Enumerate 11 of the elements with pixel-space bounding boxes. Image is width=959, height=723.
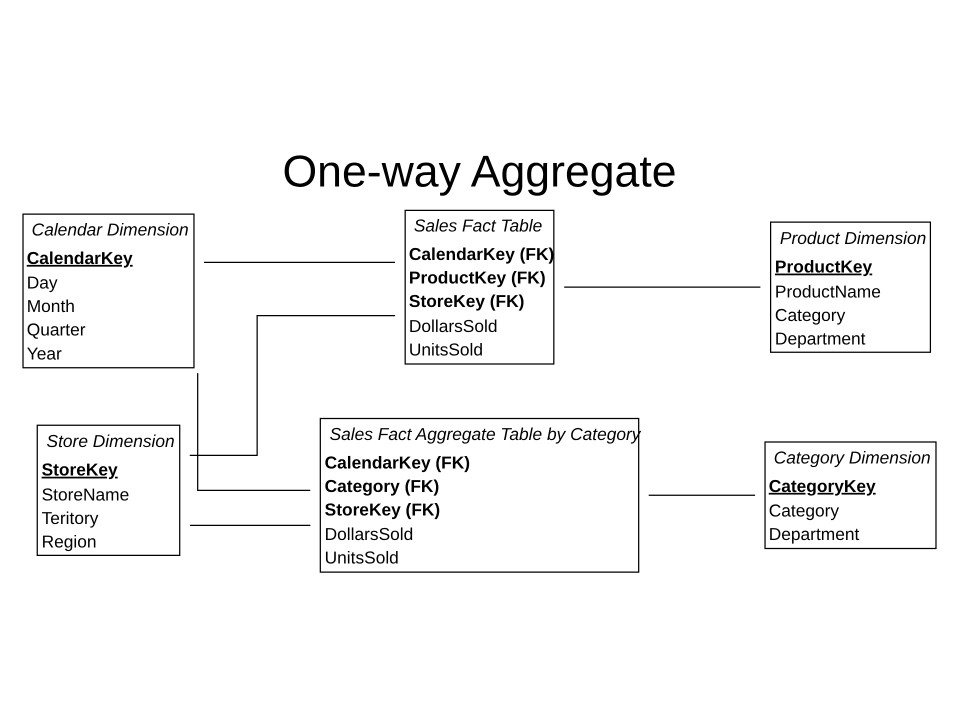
node-box: Calendar Dimension CalendarKey Day Month Quarter Year	[22, 213, 195, 368]
node-box: Store Dimension StoreKey StoreName Teritory Region	[36, 424, 180, 556]
node-box: Product Dimension ProductKey ProductName Category Department	[770, 222, 932, 353]
connector	[648, 494, 756, 496]
connector	[564, 286, 760, 288]
connector	[204, 262, 396, 264]
node-box: Category Dimension CategoryKey Category Department	[764, 441, 937, 550]
diagram-title: One-way Aggregate	[282, 148, 677, 197]
connector	[190, 524, 310, 526]
connector	[190, 315, 396, 456]
connector	[197, 373, 310, 491]
